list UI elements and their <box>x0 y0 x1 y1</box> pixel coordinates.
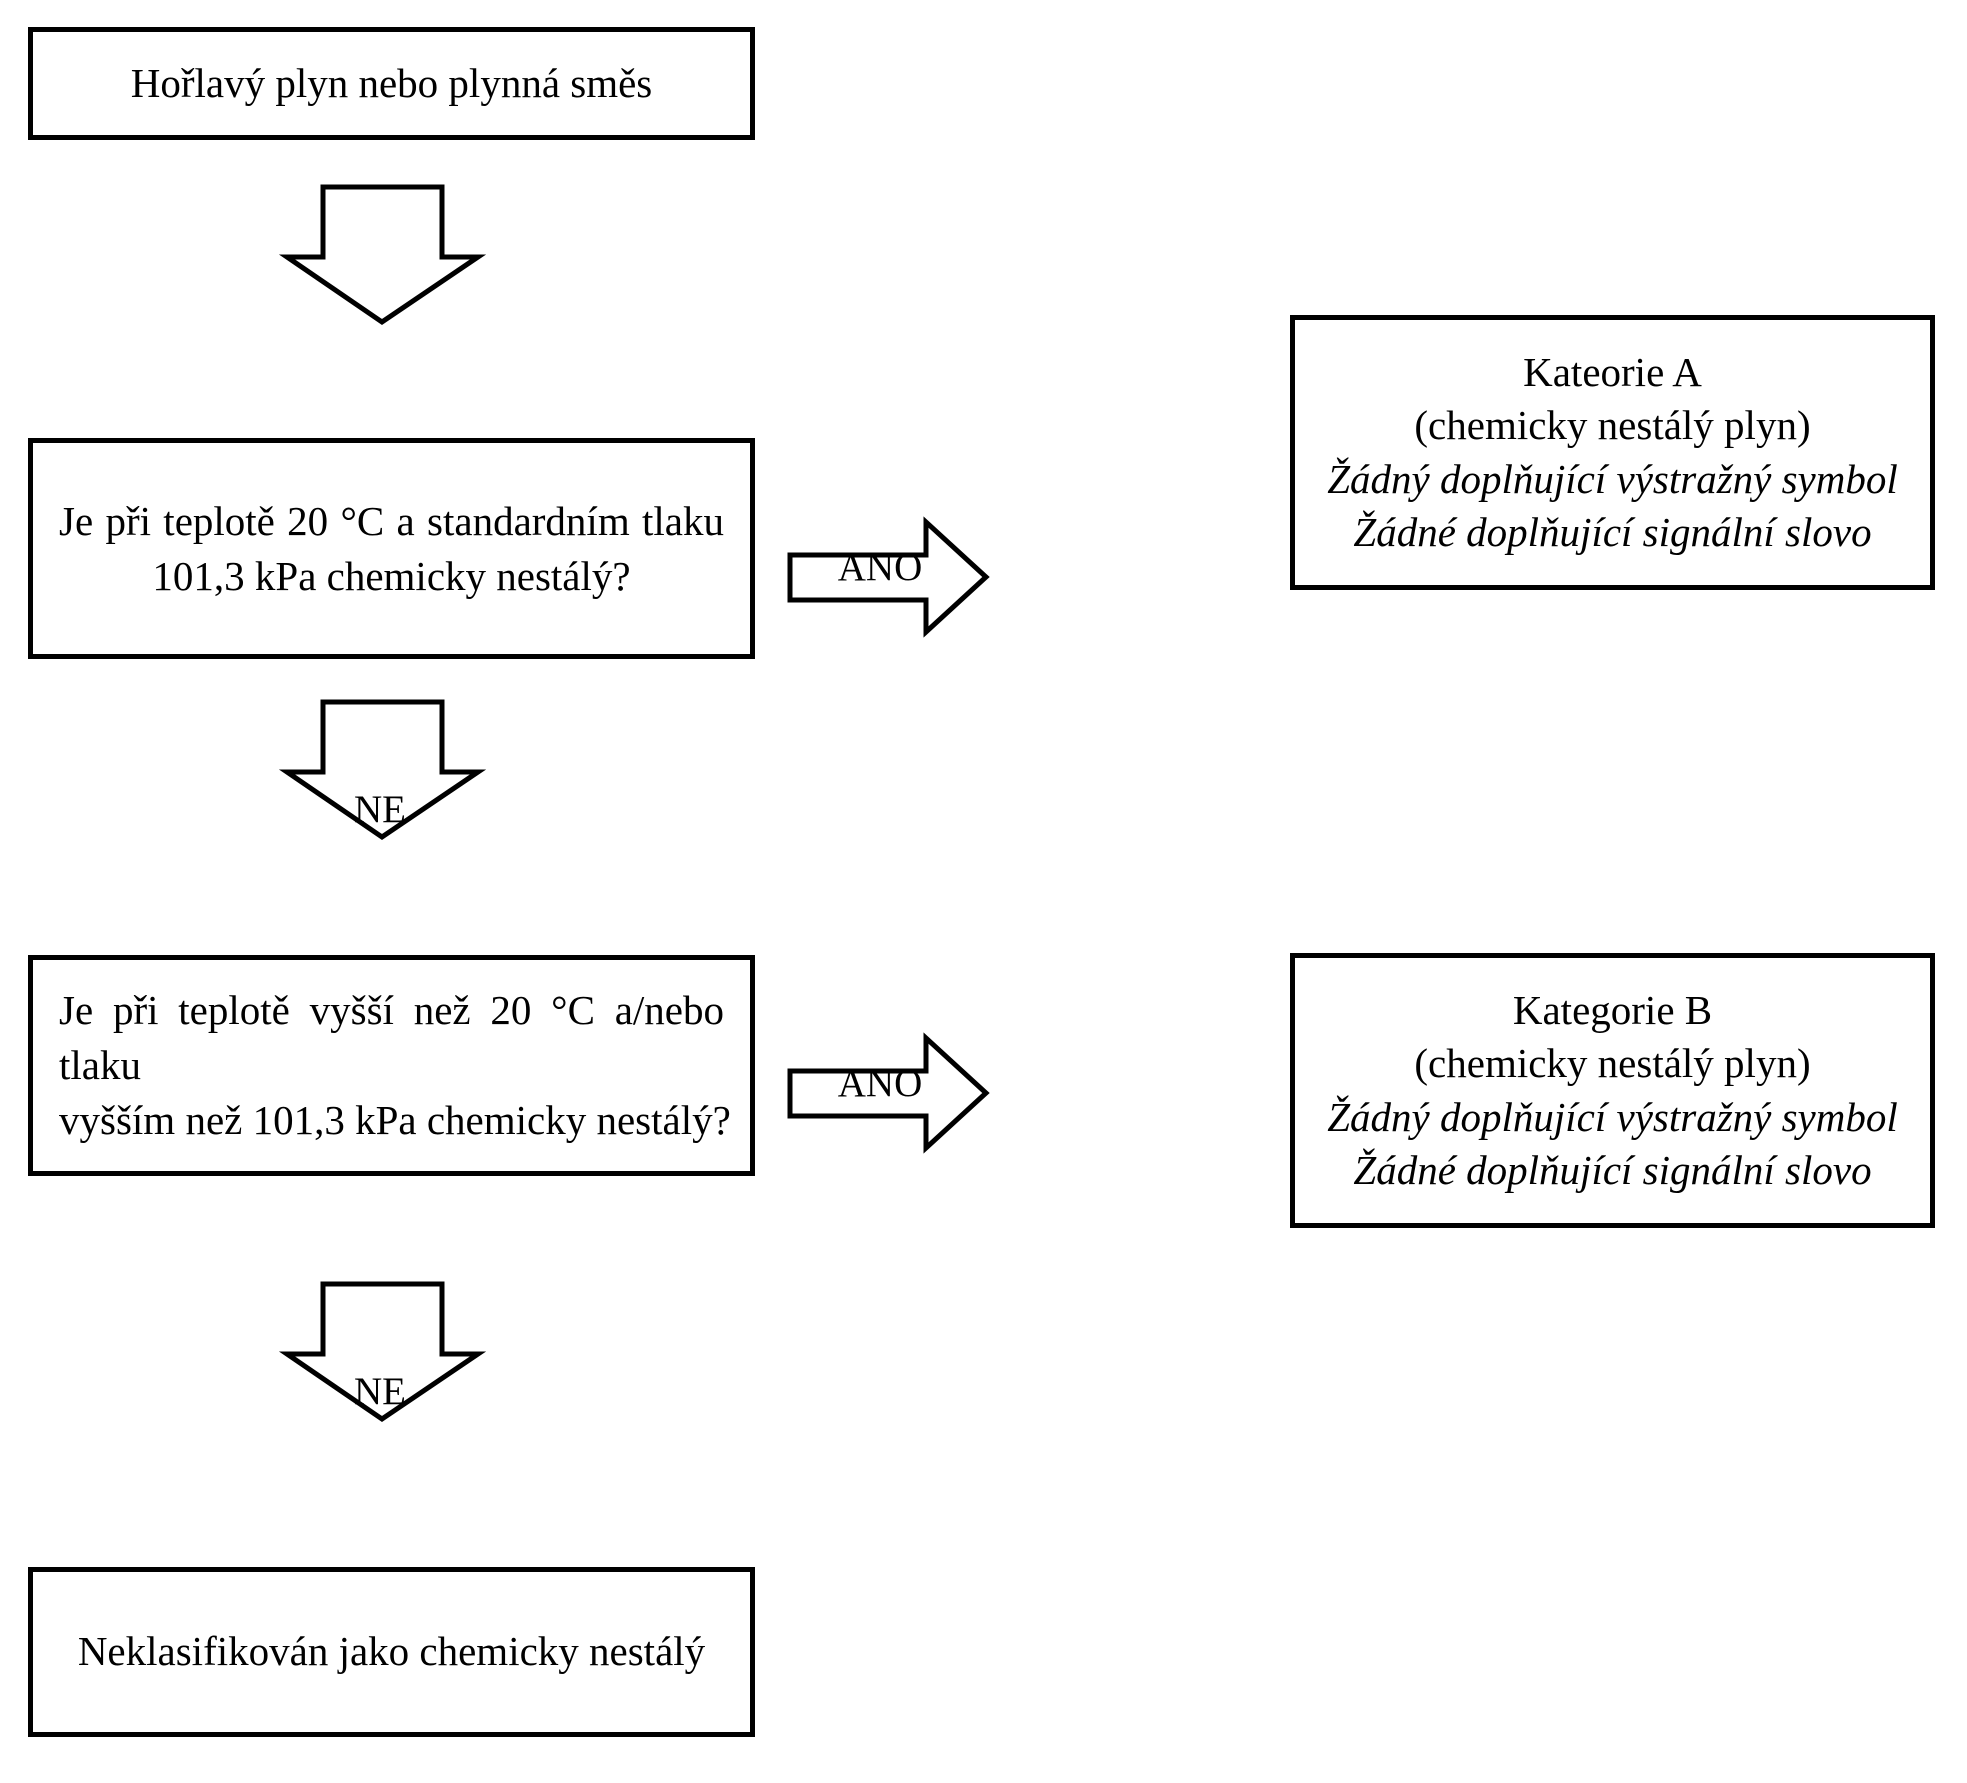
node-category-a-title: Kateorie A <box>1523 348 1702 395</box>
node-question1-line1: Je při teplotě 20 °C a standardním tlaku <box>59 497 724 544</box>
edge-label-ne-question2-to-end: NE <box>354 1370 406 1413</box>
node-question1-body: Je při teplotě 20 °C a standardním tlaku… <box>33 494 750 604</box>
node-start-body: Hořlavý plyn nebo plynná směs <box>33 57 750 110</box>
node-start: Hořlavý plyn nebo plynná směs <box>28 27 755 140</box>
arrow-right-question2-to-category-b <box>787 1032 990 1154</box>
node-category-b-subtitle: (chemicky nestálý plyn) <box>1414 1040 1811 1087</box>
node-category-a-note-signal-word: Žádné doplňující signální slovo <box>1353 508 1872 555</box>
arrow-right-question1-to-category-a <box>787 516 990 638</box>
node-end-label: Neklasifikován jako chemicky nestálý <box>77 1628 706 1675</box>
node-category-b-title: Kategorie B <box>1512 986 1713 1033</box>
node-question1: Je při teplotě 20 °C a standardním tlaku… <box>28 438 755 659</box>
edge-label-ano-question1-to-category-a: ANO <box>837 546 923 589</box>
edge-label-ano-question2-to-category-b: ANO <box>837 1062 923 1105</box>
node-end: Neklasifikován jako chemicky nestálý <box>28 1567 755 1737</box>
node-start-label: Hořlavý plyn nebo plynná směs <box>130 59 653 106</box>
node-category-a: Kateorie A (chemicky nestálý plyn) Žádný… <box>1290 315 1935 590</box>
node-question2-line2: vyšším než 101,3 kPa chemicky nestálý? <box>59 1096 731 1143</box>
node-category-a-body: Kateorie A (chemicky nestálý plyn) Žádný… <box>1295 346 1930 559</box>
node-category-b-body: Kategorie B (chemicky nestálý plyn) Žádn… <box>1295 984 1930 1197</box>
node-category-b-note-symbol: Žádný doplňující výstražný symbol <box>1327 1093 1898 1140</box>
node-category-a-subtitle: (chemicky nestálý plyn) <box>1414 402 1811 449</box>
node-question2-body: Je při teplotě vyšší než 20 °C a/nebo tl… <box>33 983 750 1148</box>
node-category-a-note-symbol: Žádný doplňující výstražný symbol <box>1327 455 1898 502</box>
node-end-body: Neklasifikován jako chemicky nestálý <box>33 1625 750 1678</box>
node-category-b: Kategorie B (chemicky nestálý plyn) Žádn… <box>1290 953 1935 1228</box>
node-question2-line1: Je při teplotě vyšší než 20 °C a/nebo tl… <box>59 987 724 1089</box>
arrow-down-start-to-question1 <box>278 184 487 326</box>
arrow-down-question2-to-end <box>278 1281 487 1423</box>
node-question2: Je při teplotě vyšší než 20 °C a/nebo tl… <box>28 955 755 1176</box>
edge-label-ne-question1-to-question2: NE <box>354 788 406 831</box>
arrow-down-question1-to-question2 <box>278 699 487 841</box>
node-question1-line2: 101,3 kPa chemicky nestálý? <box>152 552 631 599</box>
node-category-b-note-signal-word: Žádné doplňující signální slovo <box>1353 1146 1872 1193</box>
